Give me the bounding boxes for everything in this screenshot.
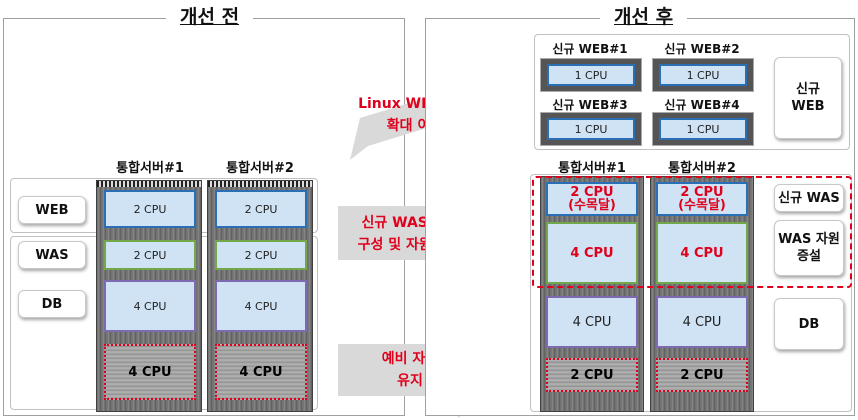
new-web-3-cpu: 1 CPU — [547, 118, 635, 140]
before-web-role: WEB — [18, 196, 86, 224]
before-s1-spare-cpu: 4 CPU — [104, 344, 196, 400]
before-db-role: DB — [18, 290, 86, 318]
new-web-role-line1: 신규 — [796, 82, 820, 97]
after-s1-new-was-cpu: 2 CPU (수목달) — [546, 182, 638, 216]
before-s1-web-cpu: 2 CPU — [104, 190, 196, 228]
was-grow-role: WAS 자원 증설 — [774, 220, 844, 276]
was-highlight-box — [532, 176, 852, 288]
before-was-role: WAS — [18, 241, 86, 269]
after-s2-new-was-line1: 2 CPU — [680, 185, 724, 200]
new-web-1-cpu: 1 CPU — [547, 64, 635, 86]
after-s1-db-cpu: 4 CPU — [546, 296, 638, 348]
after-s2-new-was-cpu: 2 CPU (수목달) — [656, 182, 748, 216]
before-s1-db-cpu: 4 CPU — [104, 280, 196, 332]
after-s2-spare-cpu: 2 CPU — [656, 358, 748, 392]
after-s1-spare-cpu: 2 CPU — [546, 358, 638, 392]
after-s1-was-grow-cpu: 4 CPU — [546, 222, 638, 284]
new-web-4-label: 신규 WEB#4 — [664, 98, 740, 112]
was-grow-role-line1: WAS 자원 — [778, 232, 840, 247]
before-server-2-label: 통합서버#2 — [226, 161, 294, 176]
before-s2-db-cpu: 4 CPU — [215, 280, 307, 332]
arrow-spare-keep-line2: 유지 — [397, 373, 423, 389]
before-s2-web-cpu: 2 CPU — [215, 190, 307, 228]
before-s2-was-cpu: 2 CPU — [215, 240, 307, 270]
new-was-role: 신규 WAS — [774, 184, 844, 212]
after-s2-new-was-line2: (수목달) — [678, 198, 726, 213]
before-s2-spare-cpu: 4 CPU — [215, 344, 307, 400]
new-web-role-line2: WEB — [791, 99, 825, 114]
new-web-3-label: 신규 WEB#3 — [552, 98, 628, 112]
arrow-spare-keep-text: 예비 자원 유지 — [335, 348, 485, 392]
after-server-2-label: 통합서버#2 — [668, 161, 736, 176]
new-web-2-cpu: 1 CPU — [659, 64, 747, 86]
was-grow-role-line2: 증설 — [797, 249, 821, 264]
after-title: 개선 후 — [600, 6, 688, 28]
before-server-1-label: 통합서버#1 — [116, 161, 184, 176]
before-s1-was-cpu: 2 CPU — [104, 240, 196, 270]
after-s1-new-was-line2: (수목달) — [568, 198, 616, 213]
arrow-spare-keep-line1: 예비 자원 — [381, 351, 439, 367]
after-s2-db-cpu: 4 CPU — [656, 296, 748, 348]
rack-vent — [208, 181, 312, 187]
new-web-2-label: 신규 WEB#2 — [664, 42, 740, 56]
before-title: 개선 전 — [166, 6, 254, 28]
new-web-group — [534, 34, 850, 150]
after-s2-was-grow-cpu: 4 CPU — [656, 222, 748, 284]
new-web-4-cpu: 1 CPU — [659, 118, 747, 140]
rack-vent — [97, 181, 201, 187]
new-web-1-label: 신규 WEB#1 — [552, 42, 628, 56]
after-server-1-label: 통합서버#1 — [558, 161, 626, 176]
after-db-role: DB — [774, 298, 844, 350]
after-s1-new-was-line1: 2 CPU — [570, 185, 614, 200]
new-web-role: 신규 WEB — [774, 57, 842, 139]
